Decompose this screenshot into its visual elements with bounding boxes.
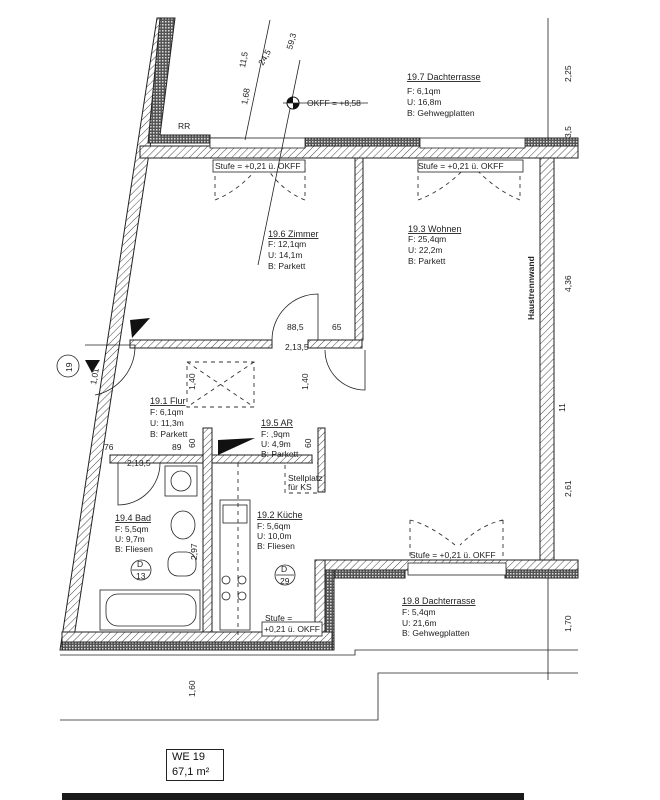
room-area: F: 12,1qm [268,239,306,249]
room-perimeter: U: 16,8m [407,97,442,107]
room-name: 19.5 AR [261,418,294,428]
room-perimeter: U: 4,9m [261,439,291,449]
room-area: F: ,9qm [261,429,290,439]
dimension-label: 24,5 [256,47,273,67]
dimensions: 2,25 3,5 4,36 2,61 1,70 1,60 1,68 11,5 2… [88,32,573,697]
room-floor: B: Fliesen [257,541,295,551]
stufe-label: Stufe = +0,21 ü. OKFF [215,161,301,171]
door-type-label: D [137,559,143,569]
rr-label: RR [178,121,190,131]
door-type-d29 [274,564,296,586]
room-floor: B: Parkett [408,256,446,266]
dimension-label: 60 [187,438,197,448]
room-perimeter: U: 21,6m [402,618,437,628]
room-name: 19.3 Wohnen [408,224,461,234]
unit-name: WE 19 [172,751,206,763]
dimension-label: 2,13,5 [285,342,309,352]
haustrennwand-label: Haustrennwand [526,256,536,320]
room-19-6: 19.6 Zimmer F: 12,1qm U: 14,1m B: Parket… [268,229,319,271]
room-floor: B: Gehwegplatten [407,108,475,118]
room-name: 19.6 Zimmer [268,229,319,239]
room-area: F: 25,4qm [408,234,446,244]
room-name: 19.1 Flur [150,396,186,406]
dimension-label: 4,36 [563,275,573,292]
room-name: 19.8 Dachterrasse [402,596,476,606]
unit-area: 67,1 m² [172,766,210,778]
room-19-5: 19.5 AR F: ,9qm U: 4,9m B: Parkett [261,418,299,459]
room-area: F: 6,1qm [407,86,441,96]
room-name: 19.4 Bad [115,513,151,523]
dimension-label: 2,13,5 [127,458,151,468]
door-type-label: 29 [280,576,290,586]
room-perimeter: U: 14,1m [268,250,303,260]
dimension-label: 1,01 [88,367,101,385]
room-area: F: 6,1qm [150,407,184,417]
room-19-3: 19.3 Wohnen F: 25,4qm U: 22,2m B: Parket… [408,224,461,266]
dimension-label: 2,97 [189,543,199,560]
dimension-label: 88,5 [287,322,304,332]
room-perimeter: U: 9,7m [115,534,145,544]
stufe-label: Stufe = +0,21 ü. OKFF [418,161,504,171]
dimension-label: 2,61 [563,480,573,497]
stufe-label: +0,21 ü. OKFF [264,624,320,634]
room-area: F: 5,5qm [115,524,149,534]
unit-summary-box: WE 19 67,1 m² [166,749,224,781]
dimension-label: 1,68 [239,87,252,105]
room-perimeter: U: 11,3m [150,418,184,428]
room-floor: B: Parkett [150,429,188,439]
section-arrow-icon [85,360,100,373]
door-type-label: 13 [136,571,146,581]
room-floor: B: Parkett [261,449,299,459]
dimension-label: 60 [303,438,313,448]
stellplatz-label: für KS [288,482,312,492]
stufe-label: Stufe = [265,613,292,623]
stufe-label: Stufe = +0,21 ü. OKFF [410,550,496,560]
door-type-d13 [130,559,152,581]
okff-marker-icon [283,96,368,110]
dimension-label: 1,40 [300,373,310,390]
room-floor: B: Parkett [268,261,306,271]
dimension-label: 2,25 [563,65,573,82]
dimension-label: 59,3 [284,32,298,51]
room-19-8: 19.8 Dachterrasse F: 5,4qm U: 21,6m B: G… [402,596,476,638]
room-name: 19.2 Küche [257,510,303,520]
dimension-label: 11,5 [237,51,250,69]
room-name: 19.7 Dachterrasse [407,72,481,82]
room-19-7: 19.7 Dachterrasse F: 6,1qm U: 16,8m B: G… [407,72,481,118]
dimension-label: 76 [104,442,114,452]
door-type-label: D [281,564,287,574]
room-floor: B: Gehwegplatten [402,628,470,638]
room-floor: B: Fliesen [115,544,153,554]
okff-label: OKFF = +8,58 [307,98,361,108]
dimension-label: 1,40 [187,373,197,390]
stellplatz-label: Stellplatz [288,473,323,483]
dimension-label: 1,60 [187,680,197,697]
room-area: F: 5,6qm [257,521,291,531]
walls [59,17,579,721]
room-perimeter: U: 10,0m [257,531,292,541]
unit-marker-circle [56,354,80,378]
dimension-label: 65 [332,322,342,332]
unit-marker: 19 [64,362,74,372]
room-19-4: 19.4 Bad F: 5,5qm U: 9,7m B: Fliesen [115,513,153,554]
room-perimeter: U: 22,2m [408,245,443,255]
room-19-1: 19.1 Flur F: 6,1qm U: 11,3m B: Parkett [150,396,188,439]
dimension-label: 11 [557,403,567,412]
doors-and-fixtures [56,19,524,640]
dimension-label: 89 [172,442,182,452]
bottom-bar [62,793,524,800]
dimension-label: 3,5 [563,126,573,138]
room-19-2: 19.2 Küche F: 5,6qm U: 10,0m B: Fliesen [257,510,303,551]
dimension-label: 1,70 [563,615,573,632]
room-area: F: 5,4qm [402,607,436,617]
